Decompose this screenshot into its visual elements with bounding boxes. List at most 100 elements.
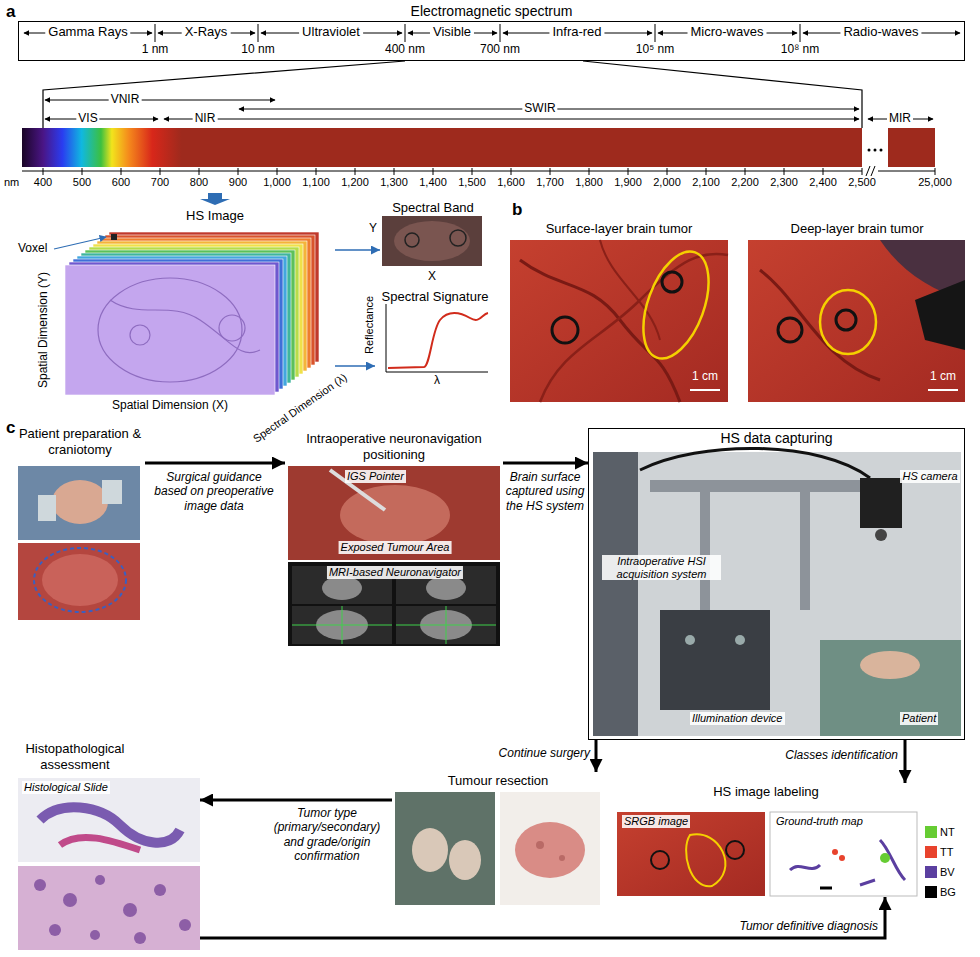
label-text: 400 nm (385, 43, 425, 57)
flow-arrow (200, 897, 885, 938)
label-text: 1 cm (930, 370, 956, 384)
flow-arrow (503, 462, 588, 465)
legend-text: BG (940, 886, 956, 898)
edge-label: Tumor definitive diagnosis (739, 919, 878, 933)
label-text: a (6, 2, 15, 22)
label-text: λ (434, 374, 440, 388)
hs-acquisition-photo (735, 635, 745, 645)
hyperspectral-cube (111, 234, 117, 240)
range-arrows (45, 119, 158, 120)
spectrum-bar (888, 128, 935, 167)
label-text: Ground-truth map (774, 815, 865, 828)
label-text: 2,100 (692, 176, 720, 189)
label-text: Voxel (18, 242, 47, 256)
zoom-lines (43, 61, 862, 128)
craniotomy-photo (34, 548, 126, 612)
panel-heading: Electromagnetic spectrum (19, 2, 964, 20)
hs-acquisition-photo (650, 480, 860, 492)
legend-swatch (925, 826, 937, 838)
label-text: SRGB image (622, 815, 690, 828)
neuronavigation-photo (288, 562, 500, 646)
panel-heading: Tumour resection (392, 772, 604, 789)
wavelength-axis (43, 168, 862, 175)
brain-photo (662, 272, 682, 292)
figure-panel: Tumour resection (392, 772, 604, 908)
wavelength-axis (22, 166, 935, 176)
histology-photo (18, 778, 200, 950)
legend-text: TT (940, 846, 953, 858)
label-text: X-Rays (182, 25, 231, 40)
label-text: 1,500 (458, 176, 486, 189)
spectral-signature-chart (386, 304, 488, 372)
label-text: Radio-waves (840, 25, 921, 40)
craniotomy-photo (38, 495, 56, 521)
spectrum-bar (880, 149, 883, 152)
figure-panel: Histopathological assessment (15, 740, 200, 952)
histology-photo (154, 884, 166, 896)
labeling-images (832, 849, 838, 855)
hs-acquisition-photo (685, 635, 695, 645)
label-text: 700 nm (480, 43, 520, 57)
flow-arrow (335, 365, 375, 367)
label-text: 2,300 (770, 176, 798, 189)
legend-text: NT (940, 826, 955, 838)
edge-label: Classes identification (785, 748, 898, 762)
resection-photo (559, 855, 565, 861)
resection-photo (536, 841, 544, 849)
spectral-signature-chart (386, 304, 488, 372)
label-text: b (512, 200, 522, 220)
edge-label: Tumor type (primary/secondary) and grade… (268, 806, 386, 864)
brain-photo (552, 317, 578, 343)
legend-item: TT (925, 846, 953, 858)
label-text: SWIR (522, 102, 557, 116)
label-text: 1,800 (575, 176, 603, 189)
panel-heading: Deep-layer brain tumor (748, 220, 966, 237)
resection-photo (395, 792, 600, 905)
spectral-signature-chart (388, 313, 488, 368)
panel-heading: Spectral Signature (375, 288, 495, 305)
histology-photo (123, 903, 137, 917)
label-text: VIS (76, 112, 99, 126)
legend-swatch (925, 846, 937, 858)
craniotomy-photo (52, 480, 108, 524)
labeling-images (839, 855, 845, 861)
label-text: 600 (112, 176, 130, 189)
spectral-band-image (405, 233, 419, 247)
band-arrows (155, 24, 800, 42)
spectral-band-image (394, 221, 470, 261)
label-text: MRI-based Neuronavigator (327, 566, 463, 579)
neuronavigation-photo (288, 466, 500, 646)
labeling-images (617, 812, 917, 896)
hs-acquisition-photo (860, 651, 920, 679)
hyperspectral-cube (110, 300, 260, 353)
panel-heading: Spectral Band (380, 199, 486, 216)
label-text: 1 nm (142, 43, 169, 57)
spectral-band-image (450, 230, 466, 246)
label-text: Infra-red (549, 25, 604, 40)
brain-photo (510, 240, 728, 402)
resection-photo (500, 792, 600, 905)
label-text: 2,000 (653, 176, 681, 189)
panel-heading: Surface-layer brain tumor (510, 220, 728, 237)
zoom-lines (583, 61, 862, 128)
label-text: 25,000 (918, 176, 952, 189)
label-text: 1,900 (614, 176, 642, 189)
edge-label: Brain surface captured using the HS syst… (505, 470, 585, 513)
wavelength-axis (22, 168, 935, 175)
label-text: 2,200 (731, 176, 759, 189)
resection-photo (515, 822, 585, 878)
brain-photo (540, 254, 728, 402)
label-text: c (6, 418, 15, 438)
labeling-images (880, 853, 890, 863)
edge-label: Surgical guidance based on preoperative … (150, 470, 278, 513)
range-arrows (45, 100, 275, 101)
label-text: VNIR (109, 93, 142, 107)
brain-photo (748, 240, 965, 402)
hs-acquisition-photo (660, 610, 770, 710)
hs-acquisition-photo (593, 448, 961, 736)
legend-text: BV (940, 866, 955, 878)
label-text: Illumination device (690, 712, 785, 725)
hyperspectral-cube (65, 265, 275, 395)
label-text: Reflectance (363, 296, 376, 354)
